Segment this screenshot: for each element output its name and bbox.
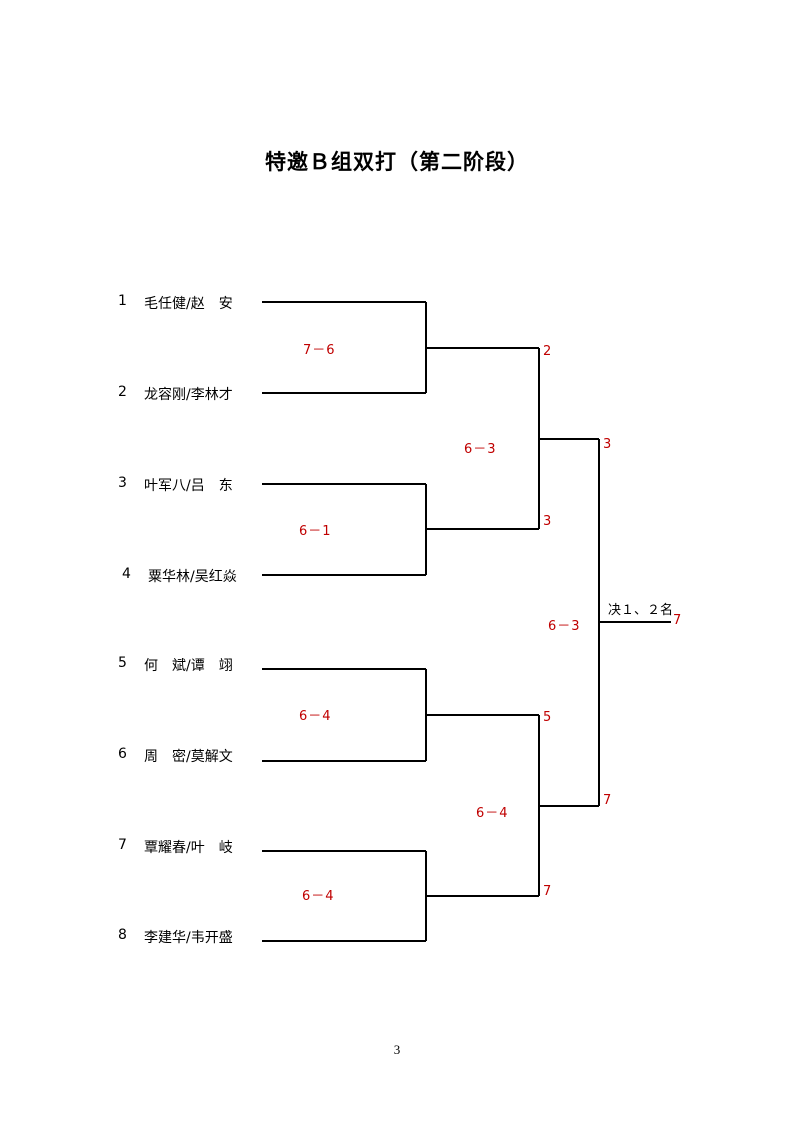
match-score: 6－4 [299, 709, 332, 724]
champion-seed: 7 [673, 613, 682, 628]
page-title: 特邀Ｂ组双打（第二阶段） [265, 150, 529, 174]
final-label: 决１、２名 [608, 603, 674, 618]
player-seed: 2 [118, 384, 127, 400]
final-score: 6－3 [548, 619, 581, 634]
page-number: 3 [393, 1042, 401, 1057]
player-name: 李建华/韦开盛 [144, 930, 233, 946]
player-seed: 8 [118, 927, 127, 943]
player-seed: 5 [118, 655, 127, 671]
match-score: 6－4 [302, 889, 335, 904]
player-name: 何 斌/谭 翊 [144, 658, 233, 674]
finalist-seed: 7 [603, 793, 612, 808]
advancing-seed: 3 [543, 514, 552, 529]
player-name: 覃耀春/叶 岐 [144, 840, 233, 856]
player-name: 叶军八/吕 东 [144, 478, 233, 494]
advancing-seed: 2 [543, 344, 552, 359]
player-name: 龙容刚/李林才 [144, 387, 233, 403]
player-seed: 4 [122, 566, 131, 582]
player-name: 周 密/莫解文 [144, 749, 233, 765]
semi-score: 6－4 [476, 806, 509, 821]
player-seed: 6 [118, 746, 127, 762]
advancing-seed: 5 [543, 710, 552, 725]
finalist-seed: 3 [603, 437, 612, 452]
player-seed: 1 [118, 293, 127, 309]
semi-score: 6－3 [464, 442, 497, 457]
match-score: 7－6 [303, 343, 336, 358]
advancing-seed: 7 [543, 884, 552, 899]
player-seed: 3 [118, 475, 127, 491]
player-name: 毛任健/赵 安 [144, 296, 233, 312]
player-seed: 7 [118, 837, 127, 853]
player-name: 粟华林/吴红焱 [148, 569, 237, 585]
match-score: 6－1 [299, 524, 332, 539]
